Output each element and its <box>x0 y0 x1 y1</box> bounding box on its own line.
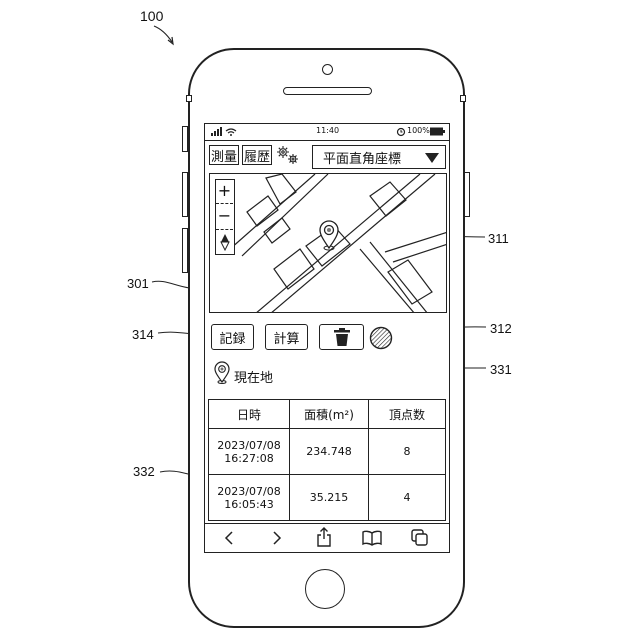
trash-icon <box>334 328 350 346</box>
forward-icon[interactable] <box>271 530 283 546</box>
survey-tab[interactable]: 測量 <box>209 145 239 165</box>
zoom-in-button[interactable]: + <box>216 180 233 202</box>
zoom-out-button[interactable]: − <box>216 204 233 228</box>
table-row[interactable]: 2023/07/08 16:05:43 35.215 4 <box>209 475 446 521</box>
current-location-label: 現在地 <box>234 367 273 386</box>
speaker-grille <box>283 87 372 95</box>
map-view[interactable]: + − <box>209 173 447 313</box>
status-time: 11:40 <box>316 126 339 135</box>
row-area: 35.215 <box>290 475 369 521</box>
coordinate-system-value: 平面直角座標 <box>323 148 401 167</box>
status-bar: 11:40 100% <box>205 124 450 141</box>
home-button[interactable] <box>305 569 345 609</box>
toolbar-divider <box>205 523 450 524</box>
row-date: 2023/07/08 <box>209 439 289 452</box>
bookmarks-icon[interactable] <box>362 530 382 546</box>
location-pin-icon[interactable] <box>318 220 340 252</box>
screen: 11:40 100% 測量 履歴 平面直角座標 <box>204 123 450 553</box>
gear-icon[interactable] <box>275 144 301 166</box>
delete-button[interactable] <box>319 324 364 350</box>
row-vertices: 4 <box>369 475 446 521</box>
color-circle-icon[interactable] <box>369 326 393 350</box>
tabs-icon[interactable] <box>411 529 429 547</box>
power-button <box>464 172 470 217</box>
battery-icon <box>430 127 446 137</box>
top-notch-left <box>186 95 192 102</box>
current-location-pin-icon <box>214 361 230 385</box>
coordinate-system-select[interactable]: 平面直角座標 <box>312 145 446 169</box>
calculate-button[interactable]: 計算 <box>265 324 308 350</box>
dropdown-arrow-icon <box>425 153 439 163</box>
table-row[interactable]: 2023/07/08 16:27:08 234.748 8 <box>209 429 446 475</box>
header-area: 面積(m²) <box>290 400 369 429</box>
row-area: 234.748 <box>290 429 369 475</box>
row-datetime: 2023/07/08 16:05:43 <box>209 475 290 521</box>
row-vertices: 8 <box>369 429 446 475</box>
row-time: 16:27:08 <box>209 452 289 465</box>
history-tab[interactable]: 履歴 <box>242 145 272 165</box>
signal-wifi-icon <box>211 127 241 137</box>
row-datetime: 2023/07/08 16:27:08 <box>209 429 290 475</box>
battery-percent: 100% <box>407 126 430 135</box>
compass-icon[interactable] <box>219 233 231 251</box>
alarm-icon <box>396 127 406 137</box>
zoom-divider-2 <box>216 229 233 230</box>
mute-switch <box>182 126 188 152</box>
row-time: 16:05:43 <box>209 498 289 511</box>
header-vertices: 頂点数 <box>369 400 446 429</box>
top-notch-right <box>460 95 466 102</box>
volume-down-button <box>182 228 188 273</box>
row-date: 2023/07/08 <box>209 485 289 498</box>
front-camera <box>322 64 333 75</box>
table-header-row: 日時 面積(m²) 頂点数 <box>209 400 446 429</box>
history-table: 日時 面積(m²) 頂点数 2023/07/08 16:27:08 234.74… <box>208 399 446 521</box>
zoom-control: + − <box>215 179 235 255</box>
volume-up-button <box>182 172 188 217</box>
header-datetime: 日時 <box>209 400 290 429</box>
back-icon[interactable] <box>223 530 235 546</box>
share-icon[interactable] <box>316 527 332 547</box>
record-button[interactable]: 記録 <box>211 324 254 350</box>
